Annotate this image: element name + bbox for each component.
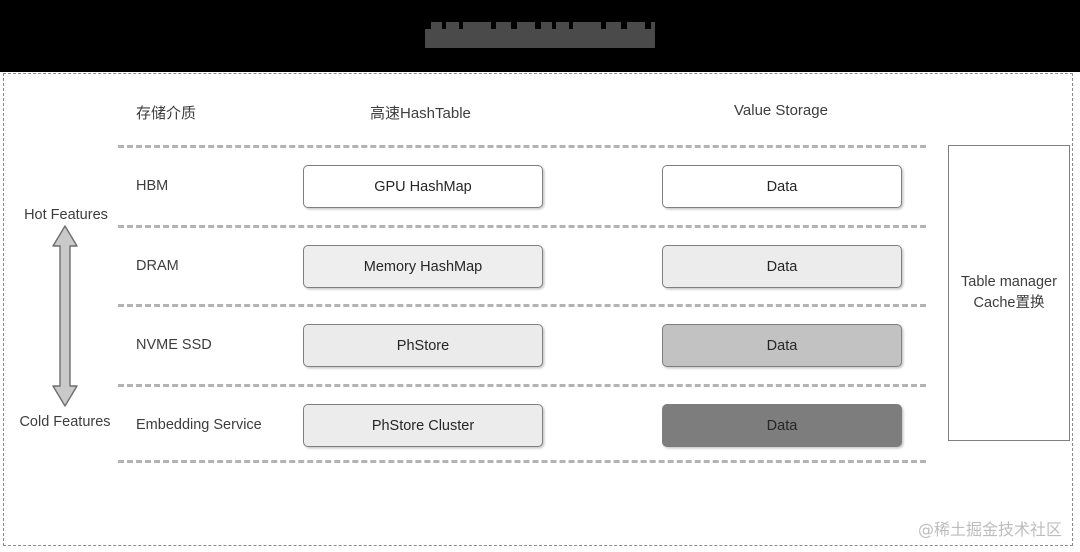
value-data-box-1[interactable]: Data [662, 245, 902, 288]
table-manager-line2: Cache置换 [973, 295, 1045, 311]
title-bar [0, 0, 1080, 72]
cold-features-label: Cold Features [19, 414, 111, 430]
row-media-label-3: Embedding Service [136, 416, 262, 433]
column-header-storage-media: 存储介质 [136, 105, 197, 122]
row-media-label-1: DRAM [136, 257, 179, 274]
tier-separator-4 [118, 460, 926, 463]
value-data-box-2[interactable]: Data [662, 324, 902, 367]
value-data-box-0[interactable]: Data [662, 165, 902, 208]
table-manager-line1: Table manager [961, 273, 1057, 290]
column-header-hashtable: 高速HashTable [370, 105, 471, 122]
row-media-label-2: NVME SSD [136, 336, 212, 353]
diagram-canvas [3, 73, 1073, 546]
tier-separator-3 [118, 384, 926, 387]
column-header-value-storage: Value Storage [734, 102, 828, 119]
tier-separator-0 [118, 145, 926, 148]
hot-cold-double-arrow-icon [49, 224, 81, 408]
tier-separator-1 [118, 225, 926, 228]
redacted-title-block [425, 22, 655, 48]
table-manager-panel: Table manager Cache置换 [948, 145, 1070, 441]
hashtable-box-3[interactable]: PhStore Cluster [303, 404, 543, 447]
row-media-label-0: HBM [136, 177, 169, 194]
watermark: @稀土掘金技术社区 [917, 520, 1062, 539]
hashtable-box-0[interactable]: GPU HashMap [303, 165, 543, 208]
tier-separator-2 [118, 304, 926, 307]
hashtable-box-1[interactable]: Memory HashMap [303, 245, 543, 288]
hot-features-label: Hot Features [24, 207, 108, 223]
value-data-box-3[interactable]: Data [662, 404, 902, 447]
hashtable-box-2[interactable]: PhStore [303, 324, 543, 367]
